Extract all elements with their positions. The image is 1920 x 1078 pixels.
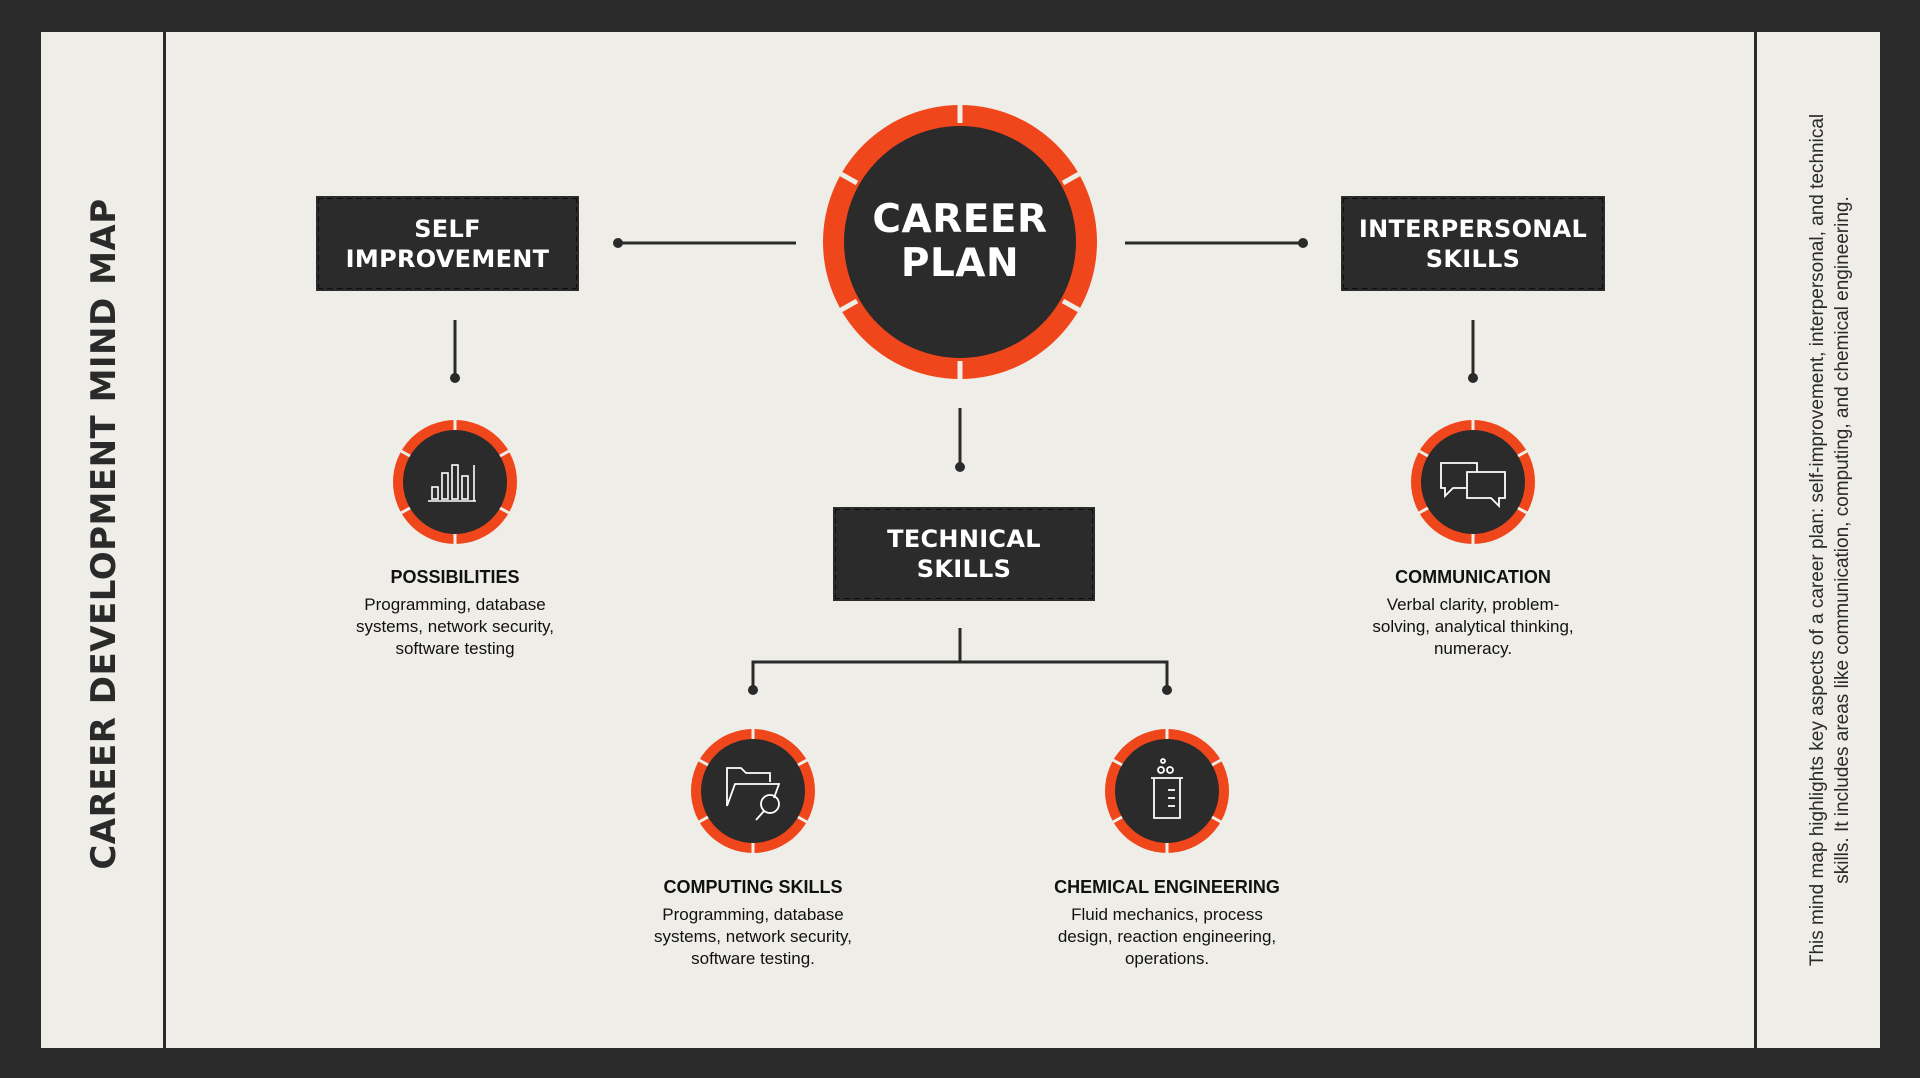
branch-label: INTERPERSONAL SKILLS bbox=[1358, 214, 1588, 273]
node-title-chemical-engineering: CHEMICAL ENGINEERING bbox=[1054, 877, 1280, 897]
connector-dots bbox=[450, 238, 1478, 695]
right-divider bbox=[1754, 32, 1757, 1048]
branch-technical-skills: TECHNICAL SKILLS bbox=[833, 507, 1095, 601]
node-title-communication: COMMUNICATION bbox=[1395, 567, 1551, 587]
node-computing-ring bbox=[691, 729, 815, 853]
node-title-computing-skills: COMPUTING SKILLS bbox=[663, 877, 843, 897]
folder-search-icon bbox=[726, 767, 781, 821]
branch-label: TECHNICAL SKILLS bbox=[887, 525, 1041, 583]
node-communication-ring bbox=[1411, 420, 1535, 544]
node-chemical-ring bbox=[1105, 729, 1229, 853]
center-label: CAREER PLAN bbox=[872, 197, 1048, 286]
branch-interpersonal-skills: INTERPERSONAL SKILLS bbox=[1341, 196, 1605, 291]
node-possibilities-ring bbox=[393, 420, 517, 544]
branch-label: SELF IMPROVEMENT bbox=[345, 214, 550, 273]
node-desc-possibilities: Programming, database systems, network s… bbox=[355, 595, 555, 658]
connector-technical-computing bbox=[751, 628, 962, 690]
chat-bubbles-icon bbox=[1440, 462, 1506, 509]
node-title-possibilities: POSSIBILITIES bbox=[390, 567, 520, 587]
branch-self-improvement: SELF IMPROVEMENT bbox=[316, 196, 579, 291]
node-desc-chemical-engineering: Fluid mechanics, process design, reactio… bbox=[1057, 905, 1277, 968]
left-divider bbox=[163, 32, 166, 1048]
connector-technical-chemical bbox=[960, 660, 1169, 690]
node-desc-computing-skills: Programming, database systems, network s… bbox=[653, 905, 853, 968]
beaker-icon bbox=[1151, 758, 1183, 819]
connector-lines bbox=[453, 241, 1475, 690]
center-ring-ticks bbox=[839, 105, 1081, 379]
node-desc-communication: Verbal clarity, problem-solving, analyti… bbox=[1372, 595, 1574, 658]
center-node bbox=[823, 105, 1097, 379]
bar-chart-icon bbox=[428, 464, 476, 502]
